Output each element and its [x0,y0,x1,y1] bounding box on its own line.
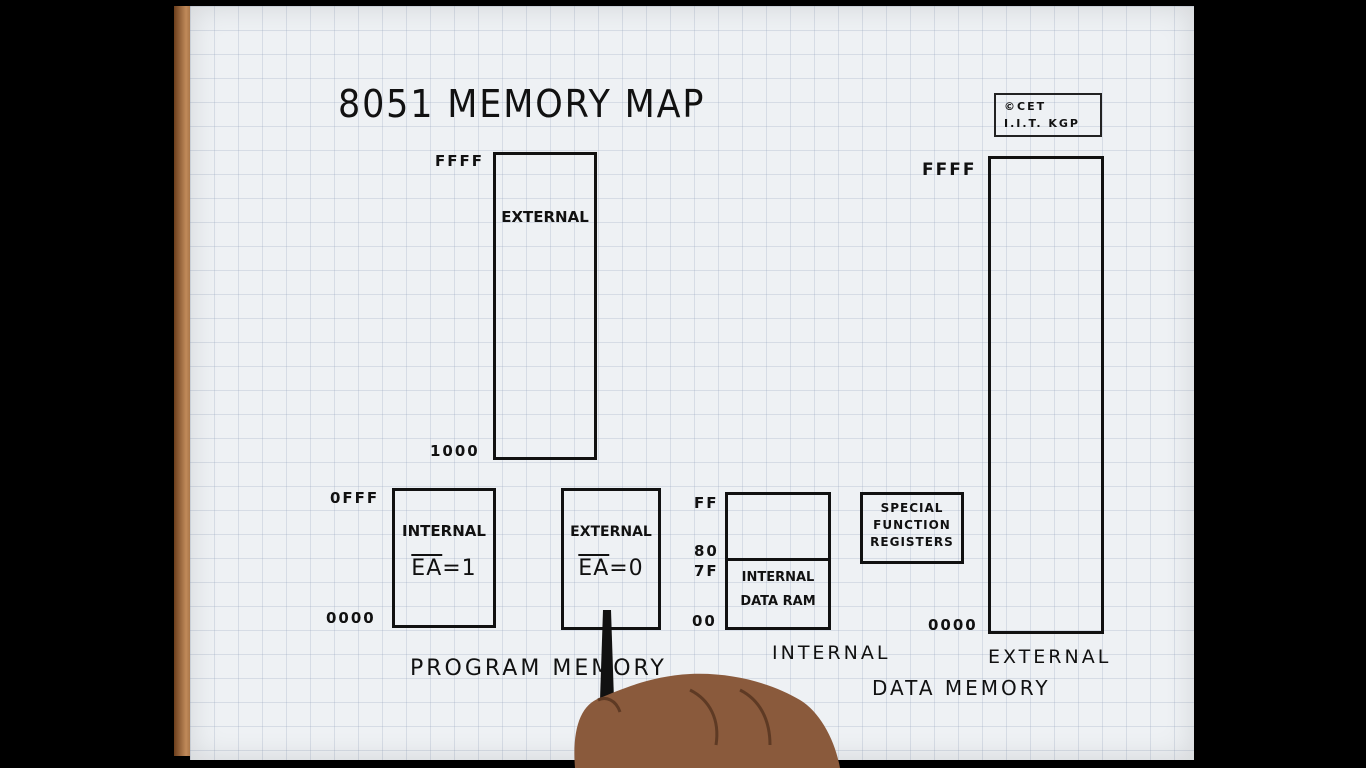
addr-00-data: 00 [692,612,717,630]
program-internal-label: INTERNAL [402,522,486,540]
copyright-line-2: I.I.T. KGP [1004,117,1080,130]
ea-value-0: =0 [609,556,644,581]
addr-ffff-data: FFFF [922,160,977,180]
sfr-line-2: FUNCTION [873,518,951,532]
copyright-box: ©CET I.I.T. KGP [994,93,1102,137]
internal-data-ram-label: INTERNAL DATA RAM [728,566,828,614]
internal-data-ram-line-2: DATA RAM [740,594,816,609]
addr-0fff-program: 0FFF [330,489,380,507]
data-memory-caption: DATA MEMORY [872,676,1051,700]
pen-icon [600,610,614,700]
program-external-upper-label: EXTERNAL [501,208,589,226]
addr-0000-data: 0000 [928,616,978,634]
internal-data-divider [725,558,831,561]
external-data-block [988,156,1104,634]
page-title: 8051 MEMORY MAP [338,82,706,126]
ea-value-1: =1 [442,556,477,581]
ea-equals-0: EA=0 [563,556,659,581]
addr-0000-program: 0000 [326,609,376,627]
program-external-lower-label: EXTERNAL [570,524,652,540]
internal-data-block [725,492,831,630]
hand-shape [574,673,840,768]
drawing-sheet [190,6,1194,760]
internal-data-caption: INTERNAL [772,642,891,664]
ea-equals-1: EA=1 [395,556,493,581]
ea-signal-name-2: EA [578,556,610,581]
addr-ff-data: FF [694,494,719,512]
ea-signal-name: EA [411,556,443,581]
program-memory-caption: PROGRAM MEMORY [410,656,667,681]
program-internal-block [392,488,496,628]
addr-1000-program: 1000 [430,442,480,460]
copyright-line-1: ©CET [1004,100,1047,113]
internal-data-ram-line-1: INTERNAL [741,570,815,585]
sfr-block: SPECIAL FUNCTION REGISTERS [860,492,964,564]
addr-80-data: 80 [694,542,719,560]
addr-7f-data: 7F [694,562,719,580]
external-data-caption: EXTERNAL [988,646,1112,668]
addr-ffff-program: FFFF [435,152,484,170]
sfr-line-3: REGISTERS [870,535,954,549]
sfr-line-1: SPECIAL [880,501,944,515]
program-external-upper-block [493,152,597,460]
